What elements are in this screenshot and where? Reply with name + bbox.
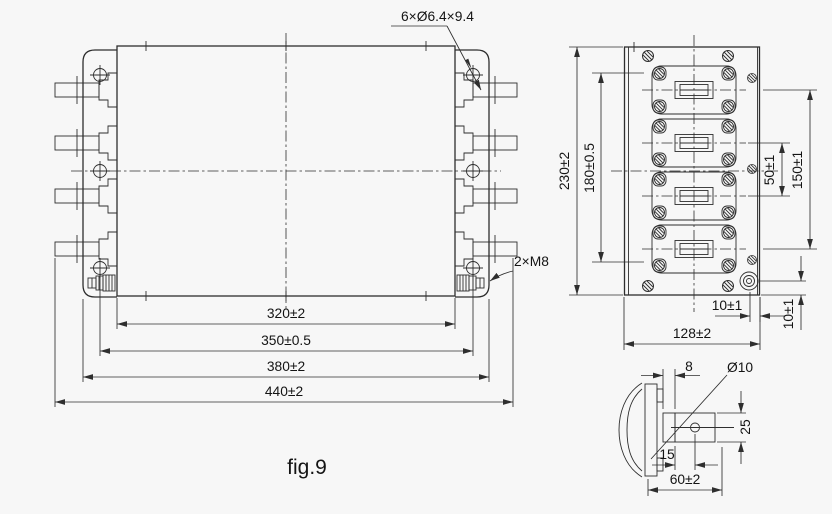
dim-label-stud-inset-v: 10±1	[781, 299, 796, 330]
dim-label-terminal-height: 25	[738, 419, 753, 435]
dim-label-terminal-span: 150±1	[790, 151, 805, 189]
callout-mount-holes-label: 6×Ø6.4×9.4	[401, 9, 474, 24]
flange-profile	[644, 383, 658, 477]
callout-ground-studs-label: 2×M8	[514, 254, 549, 269]
dim-label-hole-offset: 15	[659, 447, 675, 462]
dim-label-overall-depth: 60±2	[670, 472, 701, 487]
dim-label-mount-hole-height: 180±0.5	[582, 143, 597, 193]
dim-label-terminal-pitch: 50±1	[762, 155, 777, 186]
ground-stud-leader	[489, 270, 514, 282]
ground-stud-left	[87, 274, 116, 292]
dim-label-stud-inset-h: 10±1	[712, 298, 743, 313]
front-view: 6×Ø6.4×9.4 2×M8 320±2 350±0.5 380±2 440±…	[54, 9, 549, 407]
dim-label-mount-hole-span: 350±0.5	[261, 333, 311, 348]
dim-label-body-width: 320±2	[267, 306, 305, 321]
mounting-holes	[89, 64, 484, 279]
front-extension-lines	[54, 258, 514, 407]
lug-hole	[690, 422, 700, 433]
side-view: 230±2 180±0.5 150±1 50±1 10±1 10±1 128±2	[557, 35, 817, 350]
figure-caption: fig.9	[287, 456, 327, 479]
left-mounting-flange	[82, 49, 117, 298]
hole-diameter-leader	[650, 374, 728, 460]
dim-label-overall-width: 440±2	[265, 384, 303, 399]
dim-label-side-overall-width: 128±2	[673, 326, 711, 341]
terminal-detail-view: 8 Ø10 15 60±2 25	[618, 359, 753, 496]
terminal-studs-left	[54, 72, 118, 267]
dim-label-flange-width: 380±2	[267, 359, 305, 374]
side-view-outline	[623, 46, 761, 296]
terminal-studs-right	[454, 72, 518, 267]
spring-clip-inner	[626, 388, 643, 472]
ground-stud-top-view	[739, 271, 759, 291]
right-mounting-flange	[455, 49, 490, 298]
mount-hole-leader	[446, 25, 482, 91]
ground-stud-right	[456, 274, 485, 292]
dim-label-overall-height: 230±2	[557, 152, 572, 190]
spring-clip-outer	[618, 382, 643, 478]
mount-hole-leader-arrow	[465, 58, 472, 69]
dim-label-plate-thickness: 8	[685, 359, 693, 374]
dim-label-hole-diameter: Ø10	[727, 360, 753, 375]
